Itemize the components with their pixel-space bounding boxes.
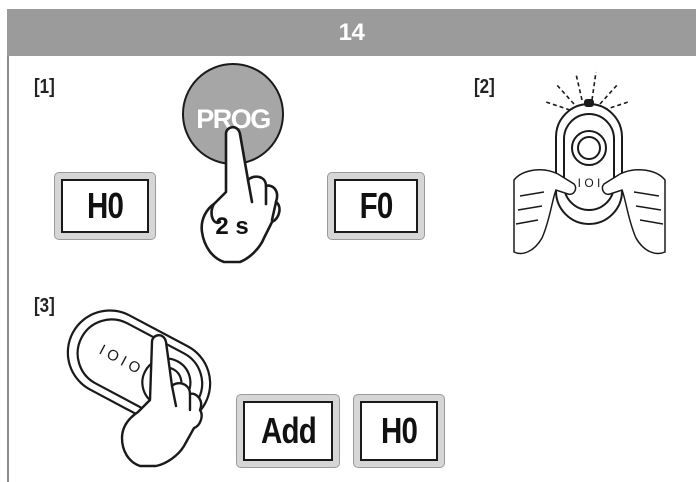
hand-icon: [120, 334, 203, 468]
remote-press-illustration: I O I O: [66, 309, 212, 468]
hands-icon: [513, 168, 666, 255]
display-f0-text: F0: [359, 185, 394, 226]
svg-text:I O I: I O I: [578, 176, 601, 190]
display-f0: F0: [327, 172, 425, 240]
section-number: 14: [338, 18, 365, 46]
display-h0-confirm-text: H0: [380, 410, 418, 451]
display-h0: H0: [54, 172, 156, 240]
instruction-frame: [7, 9, 696, 482]
display-add: Add: [236, 394, 340, 468]
section-header: 14: [7, 9, 696, 56]
hold-duration-label: 2 s: [215, 213, 248, 240]
display-h0-confirm: H0: [353, 394, 445, 468]
display-h0-text: H0: [86, 185, 124, 226]
blink-rays-icon: [545, 71, 629, 111]
step-2-label: [2]: [474, 76, 495, 98]
display-add-text: Add: [260, 410, 317, 451]
step-1-label: [1]: [34, 76, 55, 98]
remote-hands-illustration: I O I: [513, 71, 666, 255]
step-3-label: [3]: [34, 295, 55, 317]
remote-icon: I O I: [555, 99, 623, 225]
prog-button-illustration: PROG 2 s: [182, 63, 284, 264]
hand-icon: [200, 125, 281, 264]
